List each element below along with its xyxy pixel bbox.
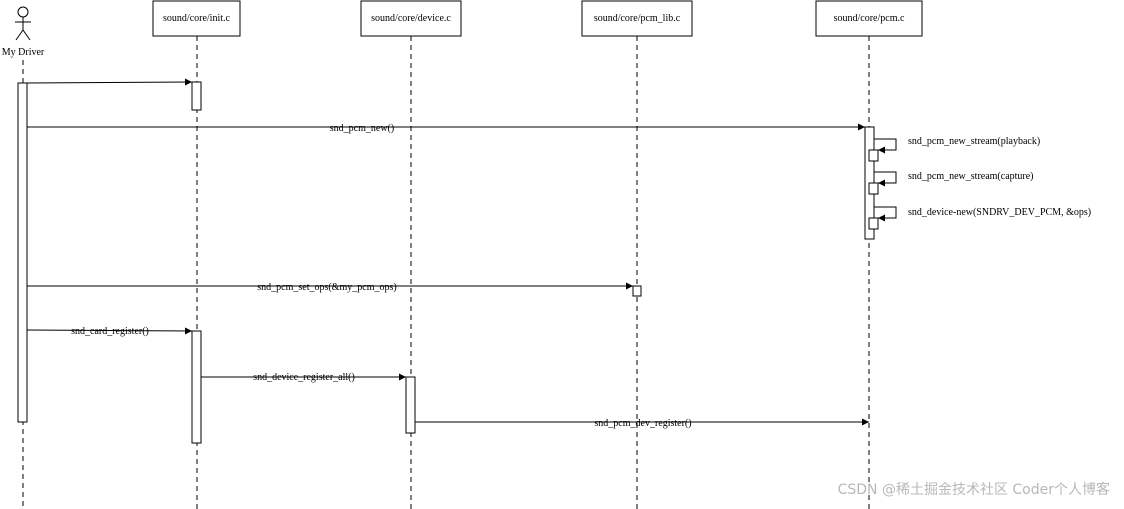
activation-driver — [17, 82, 28, 423]
activation-pcm-nested-2 — [868, 182, 879, 195]
arrow-new-stream-playback — [874, 138, 897, 154]
activation-pcm-lib — [632, 285, 642, 297]
msg-set-ops: snd_pcm_set_ops(&my_pcm_ops) — [257, 282, 396, 293]
msg-device-new: snd_device-new(SNDRV_DEV_PCM, &ops) — [908, 207, 1091, 218]
lifeline-pcm-lib: sound/core/pcm_lib.c — [581, 0, 693, 37]
msg-pcm-dev-register: snd_pcm_dev_register() — [594, 418, 691, 429]
msg-device-register-all: snd_device_register_all() — [253, 372, 355, 383]
msg-new-stream-capture: snd_pcm_new_stream(capture) — [908, 171, 1034, 182]
message-labels: snd_pcm_new() snd_pcm_new_stream(playbac… — [71, 123, 1091, 429]
activation-device — [405, 376, 416, 434]
lifeline-device-label: sound/core/device.c — [371, 13, 451, 24]
activation-init-1 — [191, 81, 202, 111]
arrow-new-stream-capture — [874, 171, 897, 187]
msg-card-register: snd_card_register() — [71, 326, 149, 337]
activation-pcm-nested-3 — [868, 217, 879, 230]
stick-figure-icon — [15, 6, 31, 41]
msg-new-stream-playback: snd_pcm_new_stream(playback) — [908, 136, 1040, 147]
actor-my-driver: My Driver — [2, 6, 45, 58]
lifeline-dashes — [22, 36, 870, 509]
lifeline-init: sound/core/init.c — [152, 0, 241, 37]
message-arrows — [26, 78, 897, 426]
lifeline-pcm-label: sound/core/pcm.c — [834, 13, 905, 24]
watermark: CSDN @稀土掘金技术社区 Coder个人博客 — [838, 481, 1110, 498]
lifeline-pcm-lib-label: sound/core/pcm_lib.c — [594, 13, 681, 24]
arrow-device-new — [874, 206, 897, 222]
activation-pcm-nested-1 — [868, 149, 879, 162]
activations — [17, 81, 879, 444]
lifeline-pcm: sound/core/pcm.c — [815, 0, 923, 37]
actor-label: My Driver — [2, 47, 45, 58]
activation-init-2 — [191, 330, 202, 444]
lifeline-init-label: sound/core/init.c — [163, 13, 230, 24]
msg-snd-pcm-new: snd_pcm_new() — [330, 123, 394, 134]
arrow-call-init — [26, 78, 193, 86]
arrow-card-register — [26, 327, 193, 335]
lifeline-device: sound/core/device.c — [360, 0, 462, 37]
